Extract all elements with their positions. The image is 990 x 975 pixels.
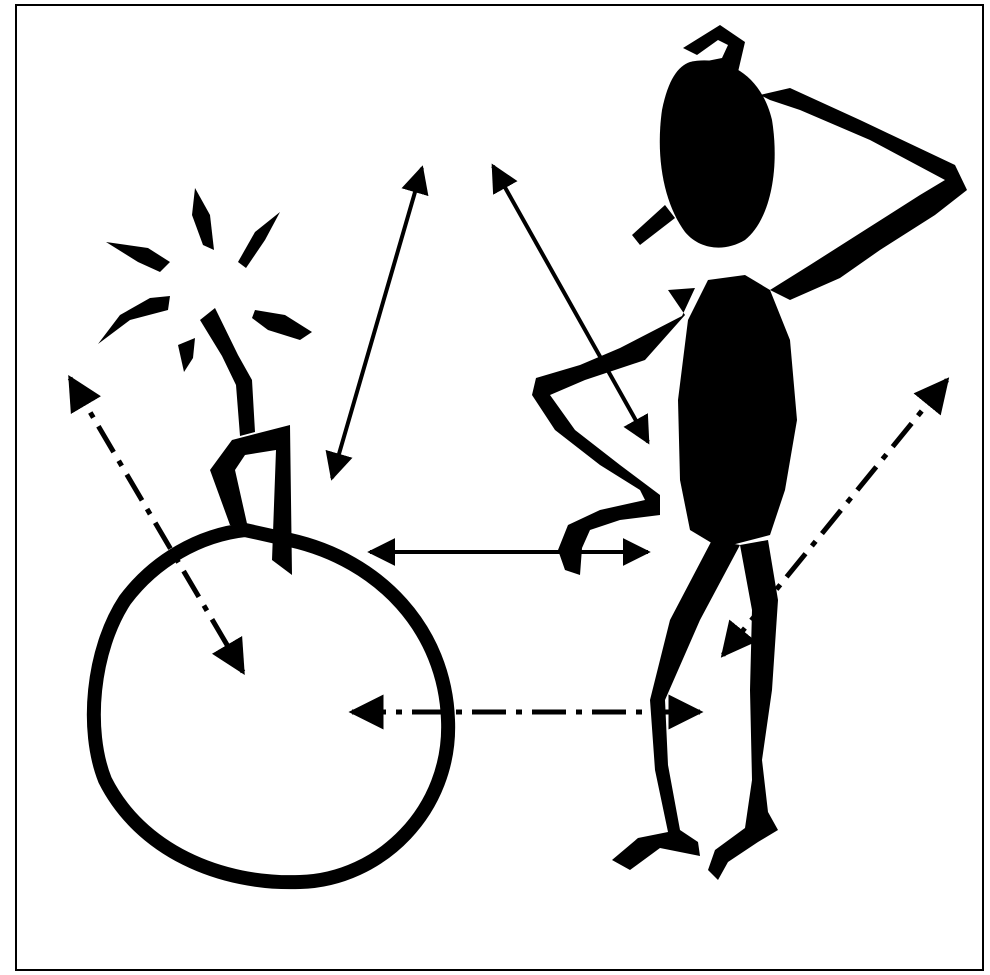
arrow-top-right xyxy=(493,166,648,442)
spark-4 xyxy=(98,296,170,344)
spark-6 xyxy=(252,310,312,340)
figure-torso xyxy=(678,275,797,548)
bomb-fuse xyxy=(200,308,255,436)
spark-2 xyxy=(192,188,214,250)
figure-left-leg xyxy=(612,540,740,870)
bomb xyxy=(94,188,448,882)
spark-3 xyxy=(238,212,280,268)
arrow-outer-left xyxy=(70,378,243,672)
stick-figure xyxy=(532,25,967,880)
border xyxy=(16,5,983,970)
bomb-neck xyxy=(210,425,292,575)
figure-right-leg xyxy=(708,540,778,880)
arrow-top-left xyxy=(332,168,422,478)
figure-raised-arm xyxy=(760,88,967,300)
figure-hip-arm xyxy=(532,288,695,575)
figure-nose xyxy=(632,205,675,245)
spark-1 xyxy=(106,242,170,272)
figure-head xyxy=(660,60,775,247)
bomb-body xyxy=(94,530,448,882)
arrows xyxy=(70,166,947,712)
spark-5 xyxy=(178,338,195,372)
